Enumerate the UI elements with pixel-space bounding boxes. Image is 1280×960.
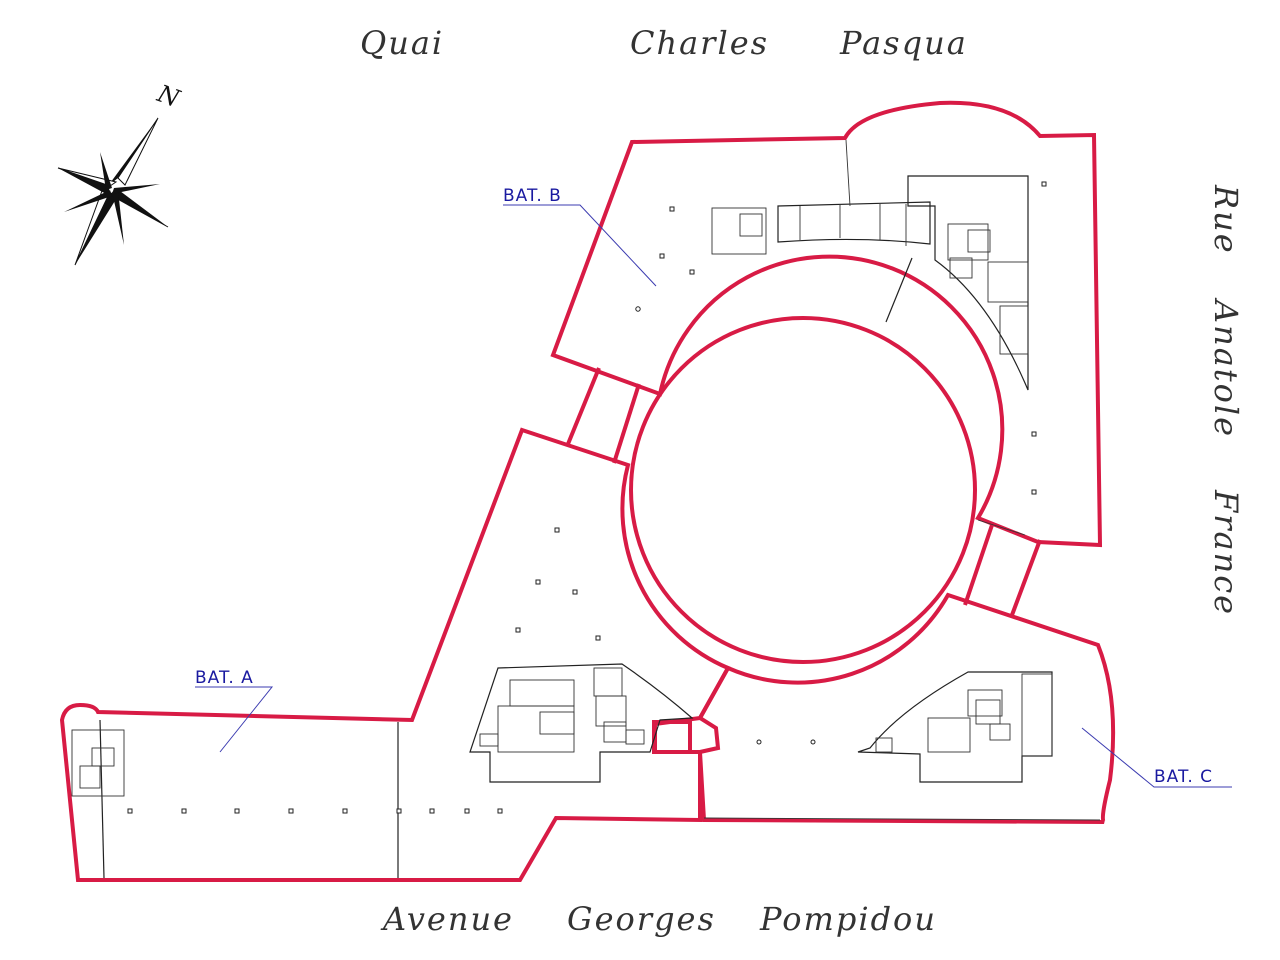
label-bat-b: BAT. B (503, 186, 657, 287)
street-top-3: Pasqua (839, 24, 968, 62)
street-right-group: Rue Anatole France (1207, 184, 1245, 616)
interior-partitions (71, 139, 1101, 879)
street-bottom-1: Avenue (380, 900, 514, 938)
street-right-1: Rue (1207, 184, 1245, 255)
label-bat-a: BAT. A (195, 668, 274, 753)
structural-columns (127, 181, 1047, 814)
label-bat-c: BAT. C (1081, 727, 1232, 788)
label-bat-a-text: BAT. A (195, 668, 254, 688)
street-right-3: France (1207, 489, 1245, 616)
compass-north-label: N (153, 79, 184, 113)
label-bat-c-text: BAT. C (1154, 767, 1213, 787)
label-bat-b-text: BAT. B (503, 186, 562, 206)
site-outline (59, 100, 1116, 882)
street-right-2: Anatole (1207, 297, 1245, 438)
compass-rose-icon: N (57, 79, 184, 266)
street-bottom-3: Pompidou (759, 900, 937, 938)
street-bottom-2: Georges (567, 900, 716, 938)
street-top-2: Charles (630, 24, 769, 62)
street-top-1: Quai (360, 24, 444, 62)
